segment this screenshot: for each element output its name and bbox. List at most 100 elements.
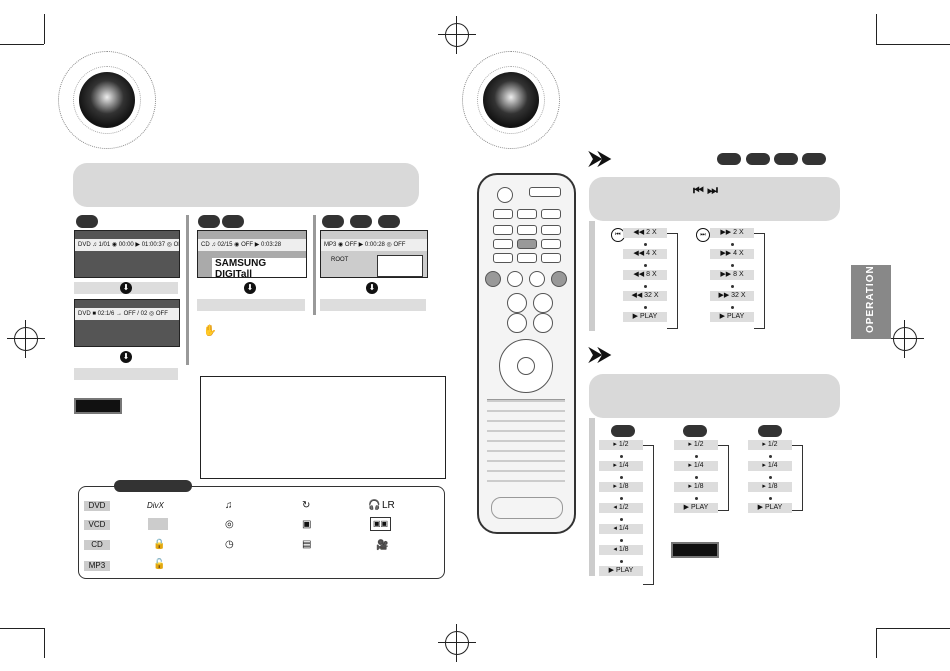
step-dot xyxy=(731,285,734,288)
remote-button xyxy=(493,209,513,219)
tv-screen-dvd-info-2: DVD ■ 02:1/6 → OFF / 02 ◎ OFF xyxy=(74,299,180,347)
step-dot xyxy=(620,539,623,542)
volume-down-button xyxy=(507,313,527,333)
speaker-graphic xyxy=(462,51,560,149)
step-bar xyxy=(197,299,305,311)
slow-step: ▸ 1/4 xyxy=(599,461,643,471)
disc-icon: ◎ xyxy=(225,519,234,530)
legend-title xyxy=(114,480,192,492)
disc-badge xyxy=(198,215,220,228)
disc-badge xyxy=(350,215,372,228)
step-dot xyxy=(620,518,623,521)
tv-screen-mp3-info: MP3 ◉ OFF ▶ 0:00:28 ◎ OFF ROOT xyxy=(320,230,428,278)
registration-mark xyxy=(438,16,476,54)
registration-mark xyxy=(7,320,45,358)
remote-button xyxy=(529,187,561,197)
fast-forward-step: ▶▶ 32 X xyxy=(710,291,754,301)
search-panel xyxy=(589,177,840,221)
lock-icon: 🔓 xyxy=(153,559,166,570)
forward-button xyxy=(551,271,567,287)
repeat-icon: ↻ xyxy=(302,500,311,511)
step-dot xyxy=(731,306,734,309)
fast-backward-step: ◀◀ 4 X xyxy=(623,249,667,259)
registration-mark xyxy=(886,320,924,358)
play-button xyxy=(529,271,545,287)
loop-bracket xyxy=(754,233,765,329)
slow-step: ◂ 1/2 xyxy=(599,503,643,513)
divider xyxy=(589,221,595,331)
enter-button xyxy=(517,357,535,375)
remote-button xyxy=(541,239,561,249)
remote-button xyxy=(493,253,513,263)
disc-badge xyxy=(611,425,635,437)
crop-mark xyxy=(0,628,44,629)
audio-icon: ♫ xyxy=(225,500,233,511)
disc-badge xyxy=(322,215,344,228)
divider xyxy=(186,215,189,365)
disc-badge xyxy=(774,153,798,165)
slow-motion-panel xyxy=(589,374,840,418)
remote-button xyxy=(517,209,537,219)
fast-forward-step: ▶▶ 8 X xyxy=(710,270,754,280)
step-dot xyxy=(769,455,772,458)
info-bar: DVD ■ 02:1/6 → OFF / 02 ◎ OFF xyxy=(75,308,179,320)
legend-tag-mp3: MP3 xyxy=(84,561,110,571)
fast-backward-step: ◀◀ 8 X xyxy=(623,270,667,280)
note-button xyxy=(74,398,122,414)
down-arrow-icon: ⬇ xyxy=(120,282,132,294)
remote-button xyxy=(541,225,561,235)
root-label: ROOT xyxy=(331,257,349,263)
remote-control xyxy=(477,173,576,534)
disc-badge xyxy=(758,425,782,437)
fast-backward-step: ◀◀ 32 X xyxy=(623,291,667,301)
crop-mark xyxy=(44,14,45,44)
rewind-button xyxy=(485,271,501,287)
step-dot xyxy=(695,476,698,479)
fast-backward-step: ◀◀ 2 X xyxy=(623,228,667,238)
speaker-graphic xyxy=(58,51,156,149)
tuning-up-button xyxy=(533,293,553,313)
step-dot xyxy=(644,306,647,309)
stop-button xyxy=(507,271,523,287)
slow-step: ▸ 1/4 xyxy=(674,461,718,471)
disc-badge xyxy=(717,153,741,165)
fast-forward-step: ▶ PLAY xyxy=(710,312,754,322)
slow-step: ▸ 1/2 xyxy=(599,440,643,450)
section-arrow-icon: ⮞⮞ xyxy=(589,148,611,168)
slow-step: ▸ 1/2 xyxy=(674,440,718,450)
disc-badge xyxy=(683,425,707,437)
blank-icon xyxy=(148,518,168,530)
loop-bracket xyxy=(643,445,654,585)
section-arrow-icon: ⮞⮞ xyxy=(589,344,611,364)
slow-step: ▸ 1/4 xyxy=(748,461,792,471)
down-arrow-icon: ⬇ xyxy=(244,282,256,294)
disc-badge xyxy=(76,215,98,228)
side-tab-operation: OPERATION xyxy=(851,265,891,339)
disc-badge xyxy=(802,153,826,165)
step-dot xyxy=(731,243,734,246)
camera-angle-icon: 🎥 xyxy=(376,540,389,551)
step-dot xyxy=(620,497,623,500)
clock-icon: ◷ xyxy=(225,539,234,550)
tuning-down-button xyxy=(533,313,553,333)
step-dot xyxy=(644,285,647,288)
icon-legend xyxy=(78,486,445,579)
loop-bracket xyxy=(718,445,729,511)
crop-mark xyxy=(876,628,877,658)
step-dot xyxy=(731,264,734,267)
legend-tag-cd: CD xyxy=(84,540,110,550)
info-bar: DVD ♫ 1/01 ◉ 00:00 ▶ 01:00:37 ◎ OFF xyxy=(75,239,179,251)
remote-button xyxy=(517,239,537,249)
loop-bracket xyxy=(792,445,803,511)
crop-mark xyxy=(0,44,44,45)
crop-mark xyxy=(876,628,950,629)
tv-screen-cd-info: CD ♫ 02/15 ◉ OFF ▶ 0:03:28 SAMSUNG DIGIT… xyxy=(197,230,307,278)
step-dot xyxy=(620,560,623,563)
note-button xyxy=(671,542,719,558)
info-bar: CD ♫ 02/15 ◉ OFF ▶ 0:03:28 xyxy=(198,239,306,251)
tv-screen-dvd-info-1: DVD ♫ 1/01 ◉ 00:00 ▶ 01:00:37 ◎ OFF xyxy=(74,230,180,278)
divx-icon: DivX xyxy=(147,501,164,510)
fast-forward-step: ▶▶ 2 X xyxy=(710,228,754,238)
divider xyxy=(313,215,316,315)
step-dot xyxy=(644,243,647,246)
